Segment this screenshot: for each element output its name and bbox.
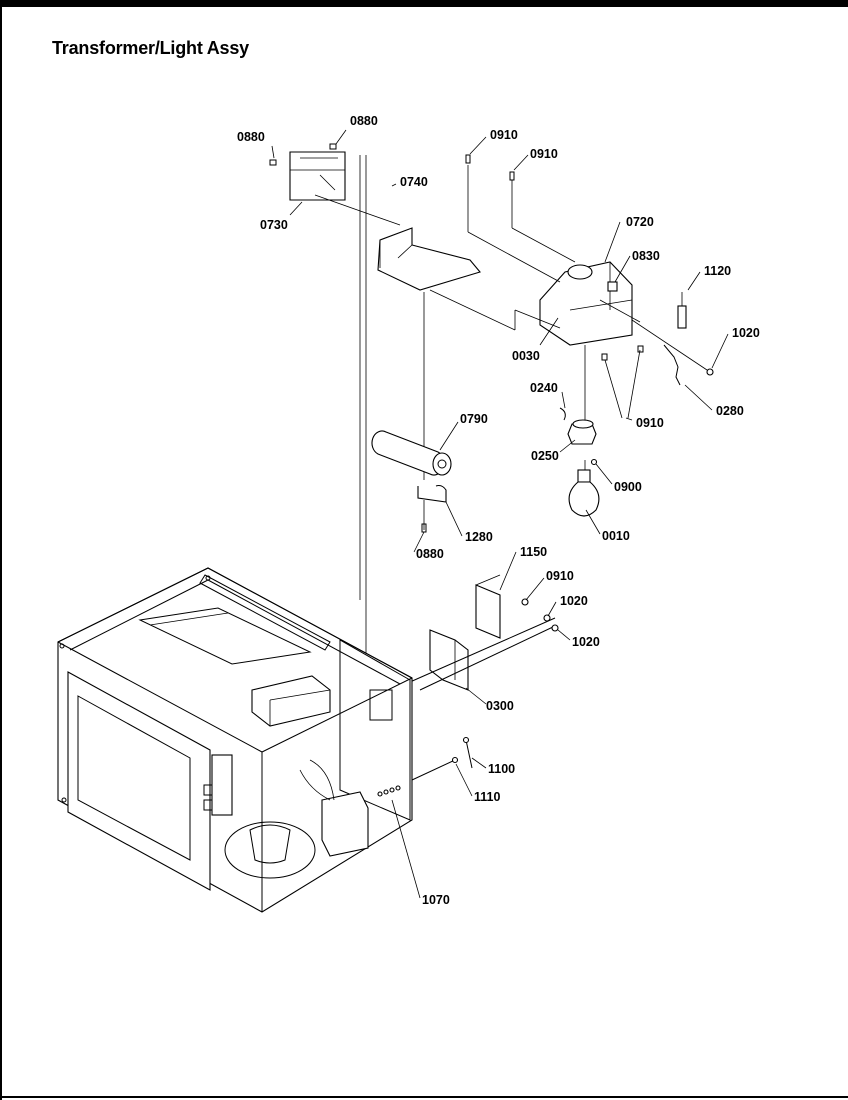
label-0240: 0240 bbox=[530, 381, 558, 395]
label-0910-d: 0910 bbox=[546, 569, 574, 583]
callout-labels: 0880 0880 0730 0740 0910 0910 0720 0830 … bbox=[237, 114, 760, 907]
label-1020-a: 1020 bbox=[732, 326, 760, 340]
bottom-border bbox=[0, 1096, 848, 1098]
top-border bbox=[0, 0, 848, 7]
bracket-0300 bbox=[429, 629, 469, 691]
screw-0880-c bbox=[421, 523, 427, 533]
label-0030: 0030 bbox=[512, 349, 540, 363]
label-0880-b: 0880 bbox=[350, 114, 378, 128]
label-0910-c: 0910 bbox=[636, 416, 664, 430]
label-0720: 0720 bbox=[626, 215, 654, 229]
left-border bbox=[0, 7, 2, 1100]
label-0910-a: 0910 bbox=[490, 128, 518, 142]
label-0730: 0730 bbox=[260, 218, 288, 232]
tray-0740 bbox=[377, 227, 481, 291]
screw-1100 bbox=[462, 736, 473, 769]
label-0910-b: 0910 bbox=[530, 147, 558, 161]
label-0880-a: 0880 bbox=[237, 130, 265, 144]
screw-0910-b bbox=[509, 171, 515, 181]
label-0250: 0250 bbox=[531, 449, 559, 463]
switch-1120 bbox=[677, 292, 687, 329]
label-1070: 1070 bbox=[422, 893, 450, 907]
diagram-title: Transformer/Light Assy bbox=[52, 38, 249, 58]
bracket-0730 bbox=[289, 151, 346, 201]
label-0300: 0300 bbox=[486, 699, 514, 713]
label-1280: 1280 bbox=[465, 530, 493, 544]
microwave-chassis bbox=[57, 567, 413, 913]
screw-0880-a bbox=[269, 159, 277, 166]
bracket-1150 bbox=[475, 574, 501, 639]
explode-lines bbox=[314, 155, 711, 680]
label-1120: 1120 bbox=[704, 264, 731, 278]
clip-0240 bbox=[559, 407, 566, 421]
capacitor-0790 bbox=[371, 430, 452, 476]
label-1100: 1100 bbox=[488, 762, 515, 776]
label-0790: 0790 bbox=[460, 412, 488, 426]
label-1110: 1110 bbox=[474, 790, 500, 804]
label-0900: 0900 bbox=[614, 480, 642, 494]
label-1150: 1150 bbox=[520, 545, 547, 559]
screw-0880-b bbox=[329, 143, 337, 150]
bulb-0010 bbox=[568, 469, 600, 517]
label-1020-b: 1020 bbox=[560, 594, 588, 608]
rods-1020 bbox=[409, 598, 559, 691]
label-0880-c: 0880 bbox=[416, 547, 444, 561]
callout-leaders bbox=[271, 129, 729, 899]
screw-0910-c bbox=[601, 345, 644, 361]
screw-0910-a bbox=[465, 154, 471, 164]
screw-1110 bbox=[411, 756, 459, 781]
socket-0250 bbox=[567, 419, 597, 445]
bracket-1280 bbox=[417, 484, 447, 503]
label-0010: 0010 bbox=[602, 529, 630, 543]
screw-1020-a bbox=[706, 368, 714, 376]
label-0280: 0280 bbox=[716, 404, 744, 418]
screw-0900 bbox=[590, 458, 598, 466]
label-0830: 0830 bbox=[632, 249, 660, 263]
label-0740: 0740 bbox=[400, 175, 428, 189]
bracket-0720 bbox=[539, 261, 633, 346]
wire-0280 bbox=[663, 344, 681, 386]
label-1020-c: 1020 bbox=[572, 635, 600, 649]
